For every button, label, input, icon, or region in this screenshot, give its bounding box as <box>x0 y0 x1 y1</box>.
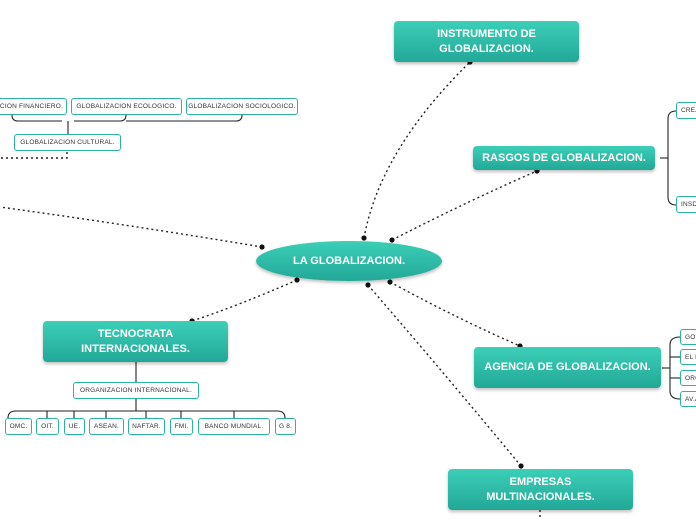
leaf-organismo-2[interactable]: OIT. <box>36 418 59 435</box>
leaf-organismo-5[interactable]: NAFTAR. <box>128 418 165 435</box>
node-center[interactable]: LA GLOBALIZACION. <box>256 241 442 281</box>
leaf-rasgos-2[interactable]: INSD <box>676 196 696 213</box>
leaf-organismo-1[interactable]: OMC. <box>5 418 32 435</box>
leaf-agencia-3[interactable]: ORG <box>680 370 696 386</box>
node-rasgos[interactable]: RASGOS DE GLOBALIZACION. <box>473 146 655 170</box>
leaf-globalizacion-cultural[interactable]: GLOBALIZACION CULTURAL. <box>14 134 121 151</box>
leaf-globalizacion-ecologico[interactable]: GLOBALIZACION ECOLOGICO. <box>71 98 182 115</box>
node-tecnocrata[interactable]: TECNOCRATA INTERNACIONALES. <box>43 321 228 362</box>
leaf-agencia-1[interactable]: GO <box>680 329 696 345</box>
leaf-organismo-8[interactable]: G 8. <box>275 418 296 435</box>
leaf-globalizacion-financiero[interactable]: CION FINANCIERO. <box>0 98 67 115</box>
leaf-organismo-4[interactable]: ASEAN. <box>89 418 124 435</box>
leaf-globalizacion-sociologico[interactable]: GLOBALIZACION SOCIOLOGICO. <box>186 98 298 115</box>
leaf-agencia-4[interactable]: AV.A <box>680 391 696 407</box>
leaf-organizacion-internacional[interactable]: ORGANIZACION INTERNACIONAL. <box>73 382 199 399</box>
leaf-organismo-6[interactable]: FMI. <box>170 418 193 435</box>
leaf-organismo-7[interactable]: BANCO MUNDIAL. <box>198 418 270 435</box>
node-instrumento[interactable]: INSTRUMENTO DE GLOBALIZACION. <box>394 21 579 62</box>
leaf-organismo-3[interactable]: UE. <box>64 418 85 435</box>
leaf-agencia-2[interactable]: EL E <box>680 349 696 365</box>
node-empresas[interactable]: EMPRESAS MULTINACIONALES. <box>448 469 633 510</box>
leaf-rasgos-1[interactable]: CREA <box>676 102 696 119</box>
node-agencia[interactable]: AGENCIA DE GLOBALIZACION. <box>474 347 661 388</box>
